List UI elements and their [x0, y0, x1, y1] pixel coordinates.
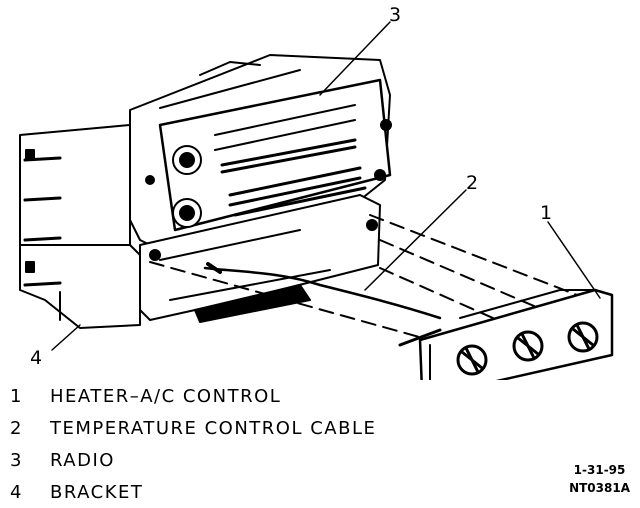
- figure-code: NT0381A: [569, 481, 630, 495]
- heater-ac-control-drawing: [418, 288, 614, 380]
- legend-number: 4: [10, 481, 23, 503]
- exploded-assembly-diagram: [19, 21, 614, 380]
- legend-label: TEMPERATURE CONTROL CABLE: [50, 417, 377, 439]
- figure-stamp: 1-31-95 NT0381A: [569, 461, 630, 497]
- radio-drawing: [129, 54, 392, 246]
- callout-2: 2: [466, 172, 479, 194]
- figure-date: 1-31-95: [573, 463, 626, 477]
- callout-4: 4: [30, 347, 43, 369]
- legend-item: 3 RADIO: [10, 444, 376, 476]
- legend-item: 2 TEMPERATURE CONTROL CABLE: [10, 412, 376, 444]
- parts-legend: 1 HEATER–A/C CONTROL 2 TEMPERATURE CONTR…: [10, 380, 376, 508]
- legend-number: 3: [10, 449, 23, 471]
- temperature-cable-drawing: [203, 262, 442, 347]
- mounting-plate-drawing: [139, 194, 381, 323]
- legend-label: BRACKET: [50, 481, 144, 503]
- legend-number: 1: [10, 385, 23, 407]
- legend-label: HEATER–A/C CONTROL: [50, 385, 282, 407]
- callout-1: 1: [540, 202, 553, 224]
- legend-number: 2: [10, 417, 23, 439]
- legend-item: 4 BRACKET: [10, 476, 376, 508]
- legend-label: RADIO: [50, 449, 115, 471]
- callout-3: 3: [389, 4, 402, 26]
- bracket-drawing: [19, 124, 141, 329]
- legend-item: 1 HEATER–A/C CONTROL: [10, 380, 376, 412]
- leader-lines: [51, 21, 601, 351]
